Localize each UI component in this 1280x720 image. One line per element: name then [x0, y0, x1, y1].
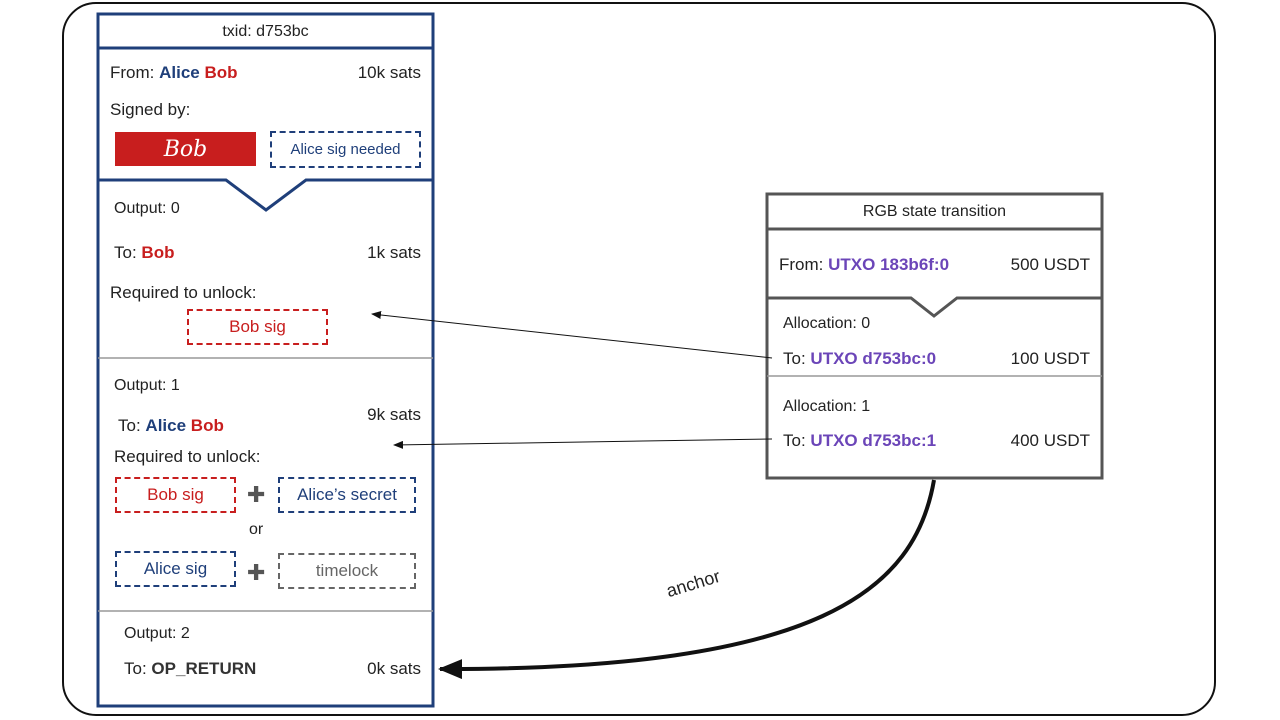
rgb-from: From: UTXO 183b6f:0 [779, 255, 949, 275]
allocation0-utxo: UTXO d753bc:0 [810, 349, 937, 368]
allocation1-to-label: To: [783, 431, 806, 450]
bob-signature: Bob [115, 132, 256, 166]
rgb-from-divider [767, 296, 1102, 318]
tx-inputs-divider [98, 178, 433, 212]
tx-from-bob: Bob [204, 63, 238, 82]
allocation1-amount: 400 USDT [1010, 431, 1090, 450]
output2-to-label: To: [124, 659, 147, 678]
output1-timelock-box: timelock [278, 553, 416, 589]
output2-label: Output: 2 [124, 625, 190, 642]
output1-bob-sig-box: Bob sig [115, 477, 236, 513]
allocation1-label: Allocation: 1 [783, 398, 871, 415]
rgb-from-utxo: UTXO 183b6f:0 [828, 255, 950, 274]
output0-amount: 1k sats [367, 243, 421, 262]
output2-to: To: OP_RETURN [124, 659, 256, 679]
arrow-allocation0-to-output0 [371, 311, 773, 359]
output1-or: or [249, 521, 264, 538]
plus-icon: ✚ [247, 482, 266, 507]
output1-alice-sig-box: Alice sig [115, 551, 236, 587]
tx-signed-by: Signed by: [110, 100, 191, 119]
allocation0-amount: 100 USDT [1010, 349, 1090, 368]
tx-from: From: Alice Bob [110, 63, 238, 83]
rgb-box [765, 192, 1104, 480]
allocation0-to-label: To: [783, 349, 806, 368]
output1-label: Output: 1 [114, 377, 180, 394]
output1-alice-secret-box: Alice’s secret [278, 477, 416, 513]
diagram-frame [62, 2, 1216, 716]
output0-label: Output: 0 [114, 200, 180, 217]
output2-amount: 0k sats [367, 659, 421, 678]
tx-title: txid: d753bc [222, 23, 309, 40]
allocation1-utxo: UTXO d753bc:1 [810, 431, 937, 450]
output0-bob-sig-box: Bob sig [187, 309, 328, 345]
alice-sig-needed-box: Alice sig needed [270, 131, 421, 168]
output1-amount: 9k sats [367, 405, 421, 424]
output1-required: Required to unlock: [114, 447, 261, 466]
allocation0-label: Allocation: 0 [783, 315, 871, 332]
rgb-from-amount: 500 USDT [1010, 255, 1090, 274]
output2-to-target: OP_RETURN [151, 659, 257, 678]
rgb-from-label: From: [779, 255, 824, 274]
tx-from-alice: Alice [159, 63, 200, 82]
rgb-title: RGB state transition [862, 203, 1007, 220]
tx-from-label: From: [110, 63, 155, 82]
output1-to-bob: Bob [190, 416, 224, 435]
allocation1-to: To: UTXO d753bc:1 [783, 431, 936, 451]
output1-to: To: Alice Bob [118, 416, 224, 436]
output1-to-alice: Alice [145, 416, 187, 435]
output0-required: Required to unlock: [110, 283, 257, 302]
anchor-arrow [438, 479, 936, 680]
output1-to-label: To: [118, 416, 141, 435]
output0-to: To: Bob [114, 243, 174, 263]
plus-icon: ✚ [247, 560, 266, 585]
arrow-allocation1-to-output1 [393, 438, 773, 449]
tx-box [96, 12, 435, 708]
tx-from-amount: 10k sats [357, 63, 421, 82]
allocation0-to: To: UTXO d753bc:0 [783, 349, 936, 369]
output0-to-label: To: [114, 243, 137, 262]
output0-to-bob: Bob [141, 243, 175, 262]
